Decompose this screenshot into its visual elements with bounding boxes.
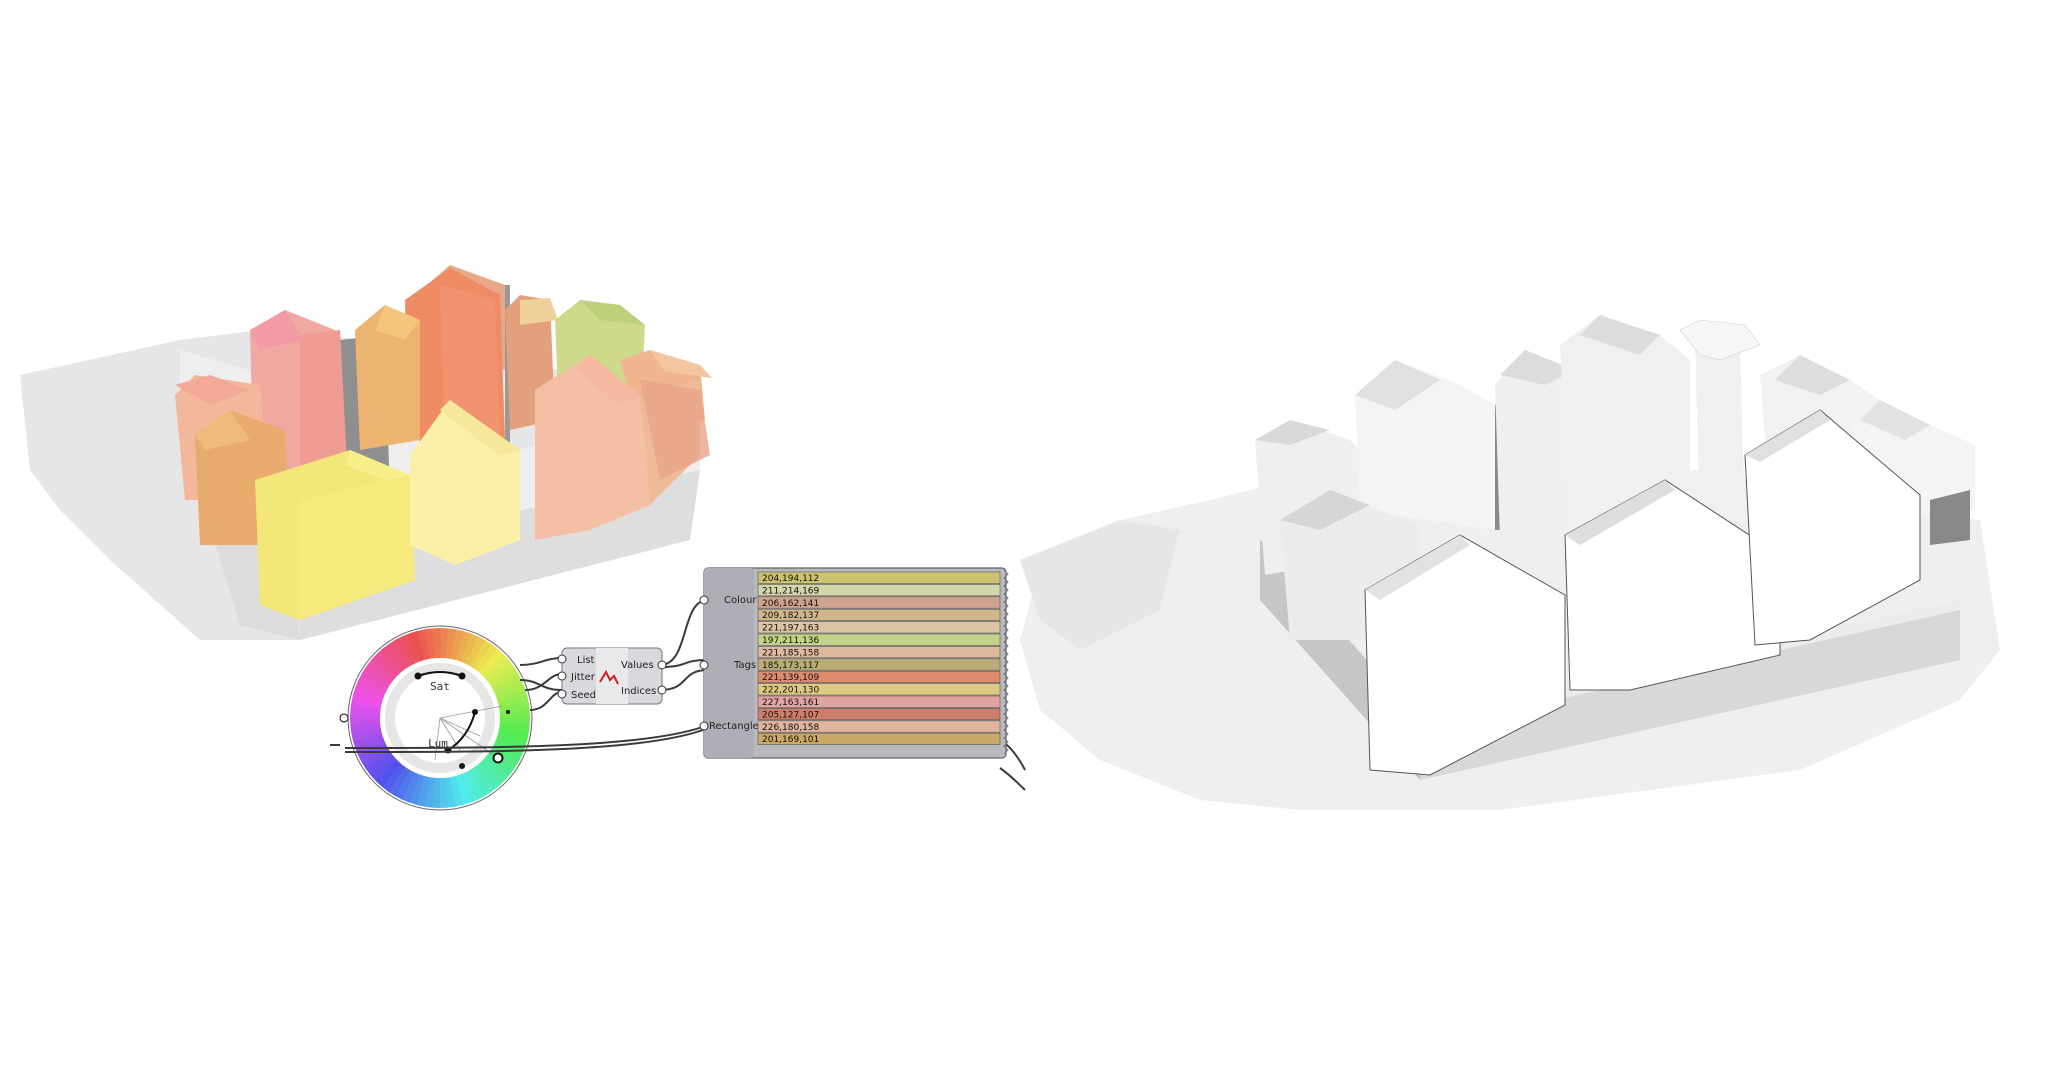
- jitter-input-seed: Seed: [571, 690, 596, 701]
- colour-swatch-label: 221,185,158: [762, 648, 820, 658]
- swatch-port-colour[interactable]: [699, 595, 709, 605]
- building-orange: [355, 305, 420, 450]
- jitter-output-values: Values: [621, 660, 654, 671]
- colour-wheel-component[interactable]: Sat Lum: [339, 625, 533, 811]
- colour-swatch-label: 185,173,117: [762, 661, 819, 671]
- colour-swatch-row: [757, 720, 1001, 733]
- lum-handle-b[interactable]: [472, 709, 478, 715]
- sat-label: Sat: [430, 680, 450, 693]
- colour-swatch-label: 204,194,112: [762, 574, 819, 584]
- colour-swatch-row: [757, 608, 1001, 621]
- jitter-icon: [599, 669, 619, 685]
- colour-swatch-row: [757, 670, 1001, 683]
- colour-swatch-label: 209,182,137: [762, 611, 819, 621]
- colour-swatch-row: [757, 646, 1001, 659]
- coloured-massing-model: [20, 265, 712, 640]
- swatch-input-colour: Colour: [724, 595, 757, 606]
- lum-handle-c[interactable]: [459, 763, 465, 769]
- jitter-port-indices[interactable]: [657, 685, 667, 695]
- colour-swatch-row: [757, 732, 1001, 745]
- jitter-port-values[interactable]: [657, 660, 667, 670]
- jitter-port-list[interactable]: [557, 654, 567, 664]
- colour-swatch-label: 201,169,101: [762, 735, 819, 745]
- swatch-zigzag-edge: [1003, 569, 1009, 755]
- swatch-input-tags: Tags: [733, 660, 756, 671]
- colour-swatch-row: [757, 658, 1001, 671]
- colour-swatch-label: 227,163,161: [762, 698, 819, 708]
- white-massing-model: [1020, 315, 2000, 810]
- sat-handle-left[interactable]: [414, 672, 422, 680]
- swatch-list: 204,194,112 211,214,169 206,162,141 209,182…: [757, 571, 1001, 745]
- sat-handle-right[interactable]: [458, 672, 466, 680]
- swatch-input-rectangle: Rectangle: [709, 721, 759, 732]
- jitter-output-indices: Indices: [621, 686, 656, 697]
- colour-swatch-row: [757, 708, 1001, 721]
- hue-handle[interactable]: [492, 752, 504, 764]
- colour-swatch-label: 221,139,109: [762, 673, 820, 683]
- colour-swatch-row: [757, 571, 1001, 584]
- jitter-input-list: List: [577, 655, 595, 666]
- colour-swatch-label: 222,201,130: [762, 686, 820, 696]
- white-back-2: [1495, 350, 1575, 540]
- jitter-input-jitter: Jitter: [570, 672, 596, 683]
- colour-swatch-row: [757, 584, 1001, 597]
- jitter-port-seed[interactable]: [557, 689, 567, 699]
- colour-swatch-label: 206,162,141: [762, 599, 819, 609]
- swatch-port-tags[interactable]: [699, 660, 709, 670]
- wheel-input-port[interactable]: [339, 713, 349, 723]
- colour-swatch-row: [757, 695, 1001, 708]
- jitter-component[interactable]: List Jitter Seed Values Indices: [557, 647, 667, 705]
- white-thin-tower: [1695, 330, 1745, 530]
- colour-swatch-label: 211,214,169: [762, 586, 820, 596]
- sat-arc[interactable]: [417, 671, 463, 677]
- colour-swatch-label: 226,180,158: [762, 723, 820, 733]
- colour-swatch-component[interactable]: Colour Tags Rectangle 204,194,112 211,214…: [699, 567, 1009, 759]
- colour-swatch-label: 205,127,107: [762, 710, 819, 720]
- colour-swatch-row: [757, 683, 1001, 696]
- colour-swatch-row: [757, 596, 1001, 609]
- colour-swatch-label: 197,211,136: [762, 636, 820, 646]
- colour-swatch-row: [757, 621, 1001, 634]
- colour-swatch-row: [757, 633, 1001, 646]
- colour-swatch-label: 221,197,163: [762, 624, 819, 634]
- swatch-port-rectangle[interactable]: [699, 721, 709, 731]
- jitter-port-jitter[interactable]: [557, 671, 567, 681]
